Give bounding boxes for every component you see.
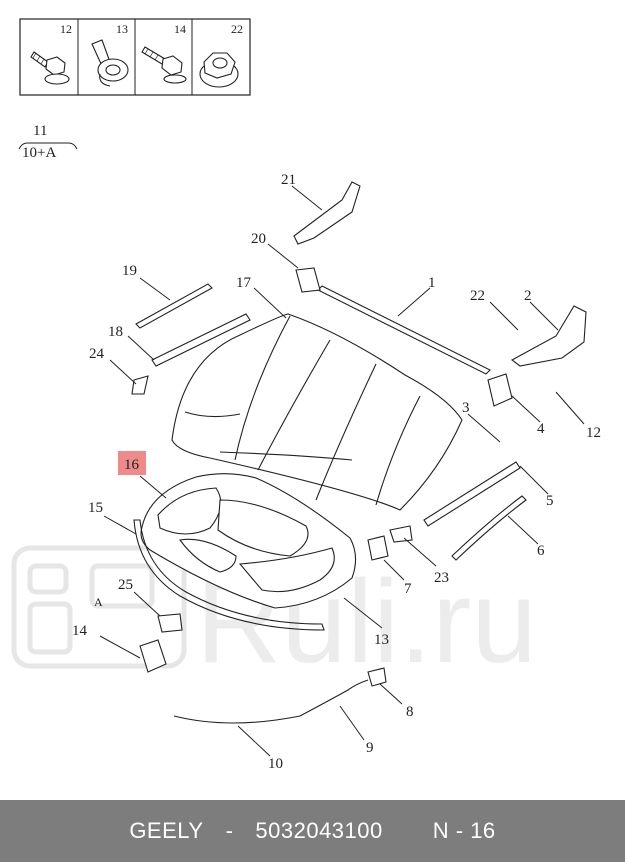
callout-2: 2 [524,288,532,304]
hood-weatherstrip-right [451,495,527,561]
callout-19: 19 [122,263,137,279]
callout-16: 16 [124,457,140,473]
callout-7: 7 [404,581,412,597]
hood-latch [139,639,167,673]
fraction-numerator: 11 [33,123,47,139]
pad-left [131,375,149,395]
hood-strut-right [423,461,521,527]
hood-inner-panel [140,473,357,609]
callout-5: 5 [546,493,554,509]
hood-strut-left [151,313,251,367]
callout-10: 10 [268,756,283,772]
callout-13: 13 [374,632,389,648]
push-clip-icon [91,39,129,87]
hood-seal [133,519,325,631]
callout-15: 15 [88,500,103,516]
callout-3: 3 [462,400,470,416]
hardware-box: 12 13 14 22 [19,18,251,96]
callout-6: 6 [537,543,545,559]
callout-12: 12 [586,425,601,441]
hinge-right [510,305,587,367]
bolt-with-washer-icon [30,51,70,85]
callout-22: 22 [470,288,485,304]
hinge-bracket-upper [293,181,361,245]
rubber-buffer [367,535,389,561]
hardware-number-14: 14 [174,22,186,36]
footer-part-number: 5032043100 [255,818,383,843]
fraction-note: 11 10+A [18,123,78,161]
hardware-number-13: 13 [116,22,128,36]
callout-20: 20 [251,231,266,247]
footer-separator: - [225,818,234,843]
callouts: 1 2 3 4 5 6 7 8 9 10 12 13 14 15 16 17 1… [72,172,601,772]
callout-8: 8 [406,704,414,720]
callout-25: 25 [118,577,133,593]
leader-lines [99,185,585,757]
callout-18: 18 [108,324,123,340]
latch-striker [157,613,183,633]
flange-bolt-icon [141,46,187,84]
hood-stopper [487,373,513,407]
footer-page-code: N - 16 [432,818,496,843]
fraction-denominator: 10+A [22,145,56,161]
hood-bumper [295,267,321,293]
callout-9: 9 [366,740,374,756]
callout-16-highlight [118,451,146,475]
release-cable [173,679,369,724]
release-handle [367,667,387,687]
marker-a: A [94,595,103,609]
footer-brand: GEELY [129,818,204,843]
callout-24: 24 [89,346,105,362]
hardware-number-22: 22 [231,22,243,36]
footer-bar: GEELY - 5032043100 N - 16 [0,800,625,862]
callout-1: 1 [428,275,436,291]
pad-right [389,525,413,543]
hardware-number-12: 12 [60,22,72,36]
callout-17: 17 [236,275,252,291]
callout-21: 21 [281,172,296,188]
callout-14: 14 [72,623,88,639]
hood-panel [171,313,463,511]
flange-nut-icon [199,52,239,88]
callout-23: 23 [434,570,449,586]
hood-molding-left [135,283,213,329]
callout-4: 4 [537,421,545,437]
